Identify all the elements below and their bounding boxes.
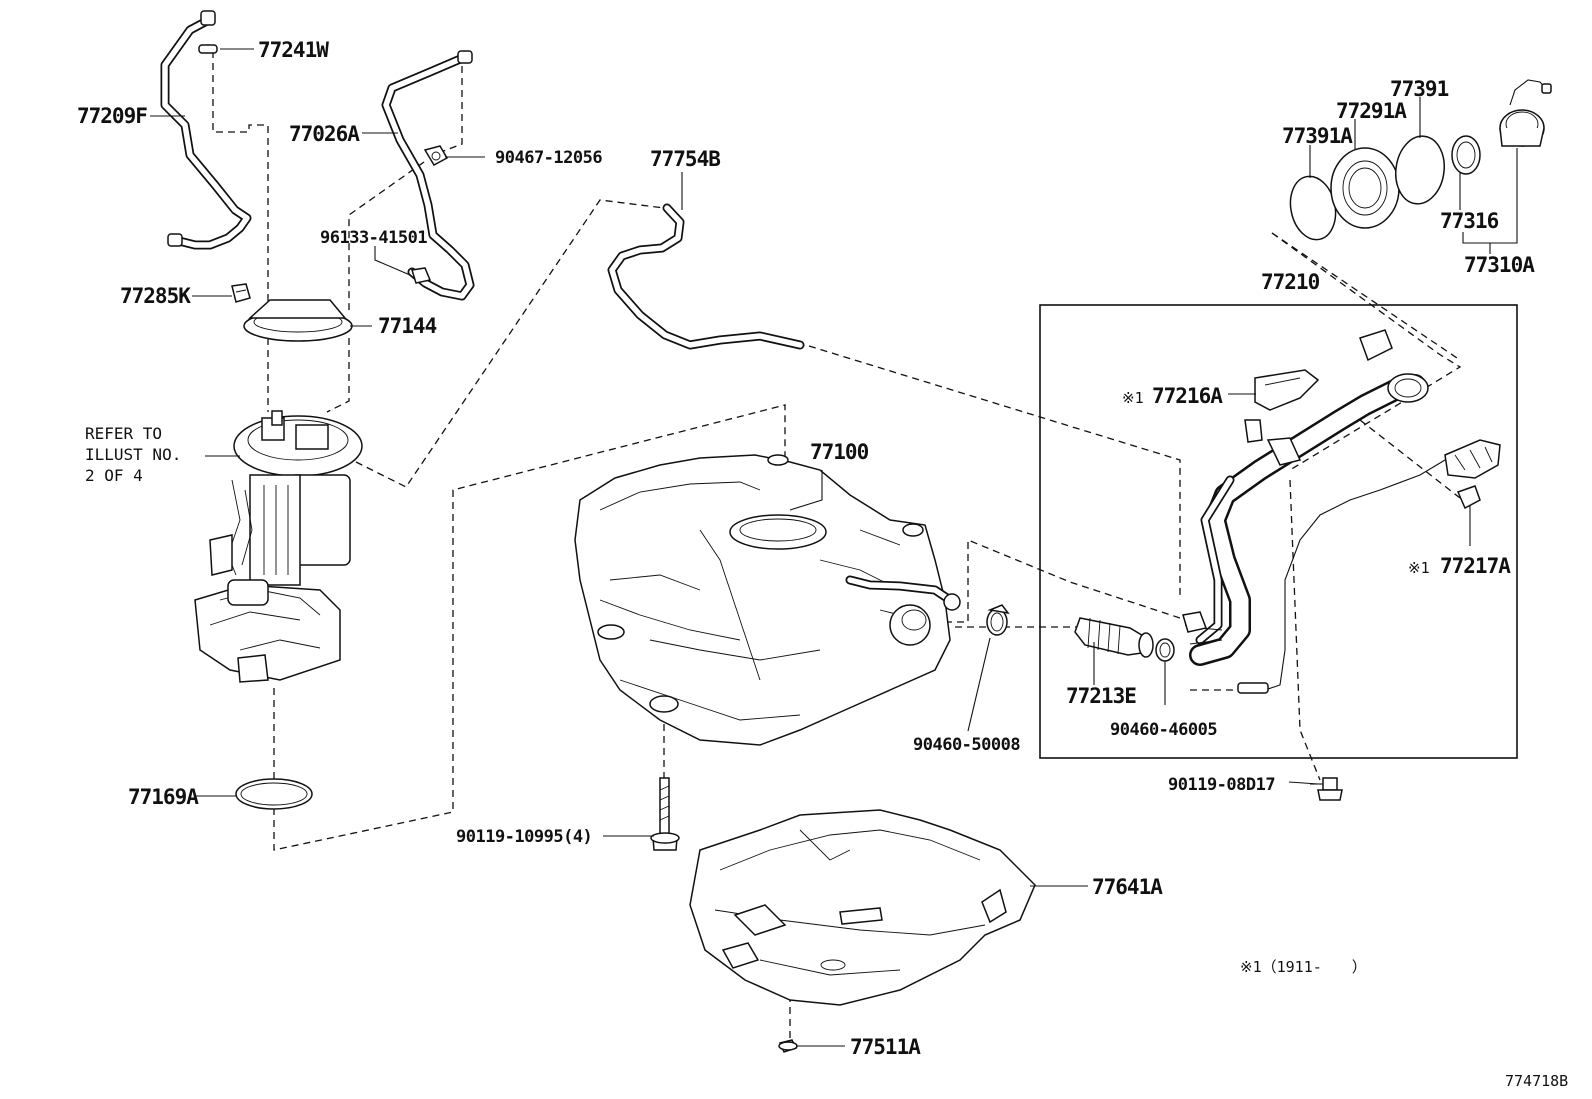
mark-77216A: ※1 <box>1122 389 1144 407</box>
label-refer-line2: ILLUST NO. <box>85 445 181 464</box>
label-90460-50008: 90460-50008 <box>913 735 1020 755</box>
label-77316: 77316 <box>1440 209 1499 233</box>
clamp-90460-46005 <box>1155 638 1175 662</box>
clamp-90460-50008 <box>986 604 1010 636</box>
label-77291A: 77291A <box>1336 99 1407 123</box>
label-refer-line1: REFER TO <box>85 424 162 443</box>
label-77217A: 77217A <box>1440 554 1511 578</box>
diagram-id: 774718B <box>1505 1072 1568 1090</box>
bolt-90119-10995 <box>650 777 680 851</box>
part-labels: 77241W 77209F 77026A 90467-12056 77754B … <box>77 38 1568 1090</box>
label-77641A: 77641A <box>1092 875 1163 899</box>
label-77209F: 77209F <box>77 104 147 128</box>
clip-96133-41501 <box>411 267 432 284</box>
label-77100: 77100 <box>810 440 869 464</box>
clip-77511A <box>778 1039 798 1053</box>
label-77754B: 77754B <box>650 147 720 171</box>
label-77026A: 77026A <box>289 122 360 146</box>
gasket-77316 <box>1451 135 1481 175</box>
bolt-90119-08D17 <box>1310 777 1343 801</box>
mark-77217A: ※1 <box>1408 559 1430 577</box>
label-90119-10995: 90119-10995(4) <box>456 827 592 847</box>
hose-77213E <box>1074 617 1154 658</box>
label-77310A: 77310A <box>1464 253 1535 277</box>
label-96133-41501: 96133-41501 <box>320 228 427 248</box>
label-77391A: 77391A <box>1282 124 1353 148</box>
label-77169A: 77169A <box>128 785 199 809</box>
hose-77754B <box>607 203 805 350</box>
label-77216A: 77216A <box>1152 384 1223 408</box>
fuel-tank-77100 <box>574 454 961 746</box>
label-refer-line3: 2 OF 4 <box>85 466 143 485</box>
gasket-77169A <box>235 778 313 810</box>
label-77241W: 77241W <box>258 38 329 62</box>
clip-77241W <box>198 44 218 54</box>
filler-pipe-77210 <box>1182 373 1501 694</box>
ring-77391 <box>1395 135 1445 205</box>
protector-77641A <box>689 809 1036 1006</box>
label-77391: 77391 <box>1390 77 1449 101</box>
assembly-dashed-lines <box>212 51 1462 1040</box>
hose-77026A <box>381 50 475 301</box>
seal-77291A <box>1330 147 1400 229</box>
clamp-90467-12056 <box>423 145 449 166</box>
bracket-77216A <box>1254 369 1320 411</box>
clip-upper-bracket <box>1359 329 1393 362</box>
label-77210: 77210 <box>1261 270 1320 294</box>
label-77213E: 77213E <box>1066 684 1136 708</box>
label-77144: 77144 <box>378 314 437 338</box>
label-90119-08D17: 90119-08D17 <box>1168 775 1275 795</box>
cap-77310A <box>1499 79 1552 147</box>
clip-77285K <box>231 283 251 303</box>
retainer-ring-77144 <box>243 299 353 342</box>
label-90467-12056: 90467-12056 <box>495 148 602 168</box>
leader-lines <box>150 48 1518 1047</box>
fuel-pump-assembly <box>194 410 363 683</box>
label-77511A: 77511A <box>850 1035 921 1059</box>
bracket-77217A <box>1456 485 1481 510</box>
note-production-range: ※1（1911- ） <box>1240 958 1367 976</box>
label-90460-46005: 90460-46005 <box>1110 720 1217 740</box>
label-77285K: 77285K <box>120 284 191 308</box>
hose-77209F <box>160 10 252 250</box>
filler-assembly-frame <box>1039 304 1518 759</box>
